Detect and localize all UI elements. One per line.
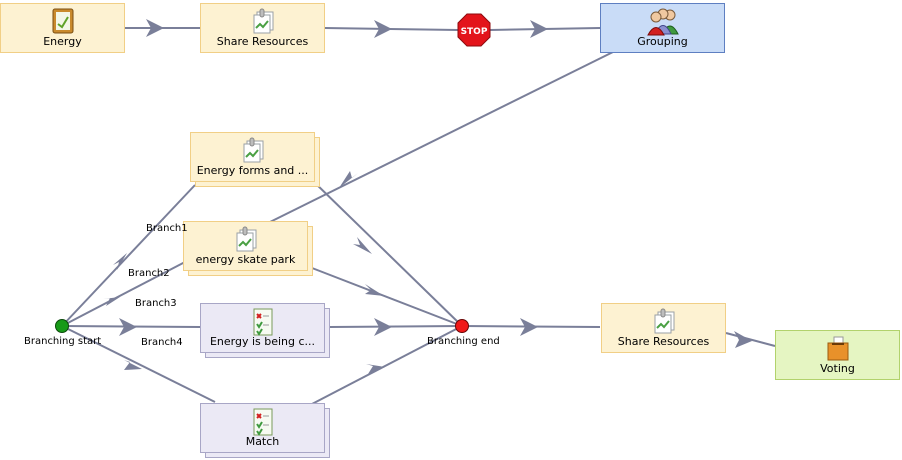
arrowhead — [374, 20, 392, 38]
edge-start-branch4 — [61, 325, 216, 403]
activity-label: Grouping — [637, 35, 688, 48]
arrowhead — [339, 171, 358, 188]
arrowhead — [374, 318, 392, 336]
ballot-box-icon — [827, 336, 848, 361]
arrowhead — [366, 364, 385, 374]
activity-label: Match — [245, 435, 280, 448]
arrowhead — [530, 20, 548, 38]
resources-icon — [253, 8, 273, 34]
edge-branch4-end — [311, 325, 463, 405]
arrowhead — [734, 331, 752, 348]
branch-label: Branch2 — [128, 268, 170, 279]
activity-energy-skate-park[interactable]: energy skate park — [183, 221, 308, 271]
resources-icon — [654, 308, 674, 334]
arrowhead — [119, 318, 137, 336]
branch-label: Branch1 — [146, 223, 188, 234]
activity-label: Energy forms and ... — [196, 164, 309, 177]
edge-share-to-voting — [725, 332, 776, 347]
branch-label: Branch4 — [141, 337, 183, 348]
arrowhead — [353, 237, 372, 254]
activity-energy-is-being[interactable]: Energy is being c... — [200, 303, 325, 353]
branching-end-label: Branching end — [427, 336, 500, 347]
arrowhead — [365, 284, 384, 296]
resources-icon — [236, 226, 256, 252]
activity-share-resources-top[interactable]: Share Resources — [200, 3, 325, 53]
quiz-icon — [253, 408, 272, 436]
activity-label: Share Resources — [617, 335, 710, 348]
stop-sign-icon[interactable]: STOP — [457, 13, 491, 47]
quiz-icon — [253, 308, 272, 336]
branch-label: Branch3 — [135, 298, 177, 309]
activity-label: energy skate park — [195, 253, 296, 266]
arrowhead — [146, 19, 164, 37]
activity-share-resources-bottom[interactable]: Share Resources — [601, 303, 726, 353]
activity-label: Energy — [43, 35, 82, 48]
arrowhead — [103, 297, 120, 306]
edge-start-branch1 — [61, 184, 196, 327]
activity-match[interactable]: Match — [200, 403, 325, 453]
activity-energy-forms[interactable]: Energy forms and ... — [190, 132, 315, 182]
arrowhead — [113, 253, 127, 270]
branching-end-gate[interactable] — [455, 319, 469, 333]
grouping-activity[interactable]: Grouping — [600, 3, 725, 53]
resources-icon — [243, 137, 263, 163]
activity-energy[interactable]: Energy — [0, 3, 125, 53]
arrowhead — [124, 360, 142, 370]
edge-branch1-end — [311, 179, 463, 327]
activity-label: Energy is being c... — [209, 335, 316, 348]
stop-sign-text: STOP — [461, 27, 488, 37]
edge-branch3-end — [329, 325, 463, 328]
group-people-icon — [646, 8, 679, 36]
branching-start-label: Branching start — [24, 336, 102, 347]
edge-grouping-to-branches — [269, 51, 614, 223]
notebook-icon — [52, 8, 73, 34]
activity-label: Share Resources — [216, 35, 309, 48]
branching-start-gate[interactable] — [55, 319, 69, 333]
arrowhead — [520, 318, 538, 336]
activity-label: Voting — [820, 362, 855, 375]
activity-voting[interactable]: Voting — [775, 330, 900, 380]
edge-branch2-end — [311, 267, 463, 327]
edge-start-branch2 — [61, 261, 186, 327]
